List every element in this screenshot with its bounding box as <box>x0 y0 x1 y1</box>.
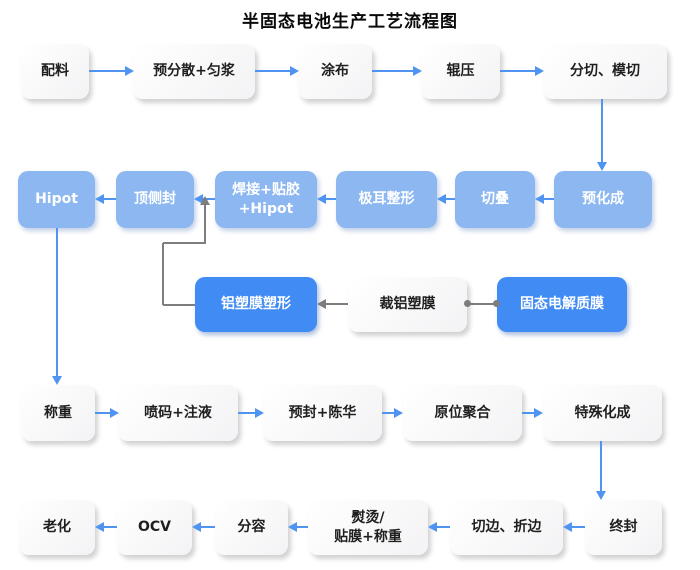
edge-coating-calendering-arrowhead <box>413 66 422 76</box>
edge-coding-presealing-arrowhead <box>255 408 264 418</box>
node-final-sealing: 终封 <box>585 500 662 555</box>
edge-preformation-cutstack-arrowhead <box>535 194 544 204</box>
edge-capacity-ocv-line <box>201 526 215 528</box>
edge-preformation-cutstack-line <box>544 198 554 200</box>
edge-specialformation-finalseal-line <box>600 441 602 492</box>
node-aging: 老化 <box>19 500 95 555</box>
edge-presealing-insitu-line <box>382 412 395 414</box>
edge-capacity-ocv-arrowhead <box>192 522 201 532</box>
edge-ocv-aging-line <box>104 526 117 528</box>
node-trimming-folding: 切边、折边 <box>450 500 563 555</box>
node-coding-injection: 喷码+注液 <box>118 385 238 441</box>
node-top-side-sealing: 顶侧封 <box>116 171 194 228</box>
node-batching: 配料 <box>21 44 89 99</box>
node-special-formation: 特殊化成 <box>543 385 662 441</box>
edge-welding-topsideseal-arrowhead <box>194 194 203 204</box>
node-in-situ-polymerization: 原位聚合 <box>403 385 522 441</box>
node-ironing-taping-weighing: 熨烫/ 贴膜+称重 <box>308 500 428 555</box>
edge-ironing-capacity-line <box>297 526 308 528</box>
node-hipot: Hipot <box>18 171 95 228</box>
edge-filmforming-welding-elbow-v1 <box>162 243 164 305</box>
edge-slitting-preformation-line <box>601 99 603 162</box>
edge-filmcutting-filmforming-line <box>326 303 348 305</box>
node-weighing: 称重 <box>21 385 95 441</box>
edge-electrolyte-filmcutting-dot-left <box>464 300 471 307</box>
edge-filmforming-welding-arrowhead <box>200 196 210 205</box>
edge-hipot-weighing-line <box>56 228 58 377</box>
edge-batching-predispersion-line <box>89 70 125 72</box>
edge-finalseal-trimming-line <box>572 526 585 528</box>
edge-batching-predispersion-arrowhead <box>125 66 134 76</box>
node-slitting-die-cutting: 分切、模切 <box>543 44 667 99</box>
edge-topsideseal-hipot-line <box>104 198 116 200</box>
edge-ocv-aging-arrowhead <box>95 522 104 532</box>
edge-electrolyte-filmcutting-line <box>467 303 497 305</box>
node-calendering: 辊压 <box>421 44 500 99</box>
edge-weighing-coding-line <box>95 412 110 414</box>
node-preformation: 预化成 <box>554 171 652 228</box>
edge-tabshaping-welding-line <box>326 198 336 200</box>
edge-electrolyte-filmcutting-dot-right <box>493 300 500 307</box>
edge-finalseal-trimming-arrowhead <box>563 522 572 532</box>
edge-topsideseal-hipot-arrowhead <box>95 194 104 204</box>
node-welding-taping-hipot: 焊接+贴胶 +Hipot <box>215 171 317 228</box>
edge-insitu-specialformation-arrowhead <box>534 408 543 418</box>
node-al-film-forming: 铝塑膜塑形 <box>195 277 317 332</box>
edge-slitting-preformation-arrowhead <box>597 162 607 171</box>
node-predispersion-slurry: 预分散+匀浆 <box>133 44 255 99</box>
edge-coding-presealing-line <box>238 412 255 414</box>
edge-filmforming-welding-elbow-h1 <box>163 304 195 306</box>
node-ocv: OCV <box>117 500 192 555</box>
node-cut-stack: 切叠 <box>455 171 535 228</box>
edge-weighing-coding-arrowhead <box>110 408 119 418</box>
node-tab-shaping: 极耳整形 <box>336 171 437 228</box>
edge-trimming-ironing-line <box>437 526 450 528</box>
edge-hipot-weighing-arrowhead <box>52 376 62 385</box>
edge-cutstack-tabshaping-arrowhead <box>437 194 446 204</box>
node-presealing-aging: 预封+陈华 <box>263 385 382 441</box>
node-al-film-cutting: 裁铝塑膜 <box>348 277 467 332</box>
edge-filmforming-welding-elbow-h2 <box>163 242 206 244</box>
edge-tabshaping-welding-arrowhead <box>317 194 326 204</box>
edge-insitu-specialformation-line <box>522 412 535 414</box>
edge-presealing-insitu-arrowhead <box>394 408 403 418</box>
edge-ironing-capacity-arrowhead <box>288 522 297 532</box>
edge-specialformation-finalseal-arrowhead <box>596 491 606 500</box>
edge-calendering-slitting-arrowhead <box>535 66 544 76</box>
edge-cutstack-tabshaping-line <box>446 198 455 200</box>
edge-predispersion-coating-line <box>255 70 290 72</box>
node-solid-electrolyte-membrane: 固态电解质膜 <box>497 277 627 332</box>
edge-trimming-ironing-arrowhead <box>428 522 437 532</box>
edge-predispersion-coating-arrowhead <box>290 66 299 76</box>
edge-calendering-slitting-line <box>500 70 535 72</box>
diagram-title: 半固态电池生产工艺流程图 <box>242 12 458 32</box>
edge-filmforming-welding-elbow-v2 <box>204 205 206 243</box>
edge-filmcutting-filmforming-arrowhead <box>317 299 326 309</box>
node-coating: 涂布 <box>298 44 372 99</box>
edge-coating-calendering-line <box>372 70 413 72</box>
node-capacity-grading: 分容 <box>215 500 288 555</box>
